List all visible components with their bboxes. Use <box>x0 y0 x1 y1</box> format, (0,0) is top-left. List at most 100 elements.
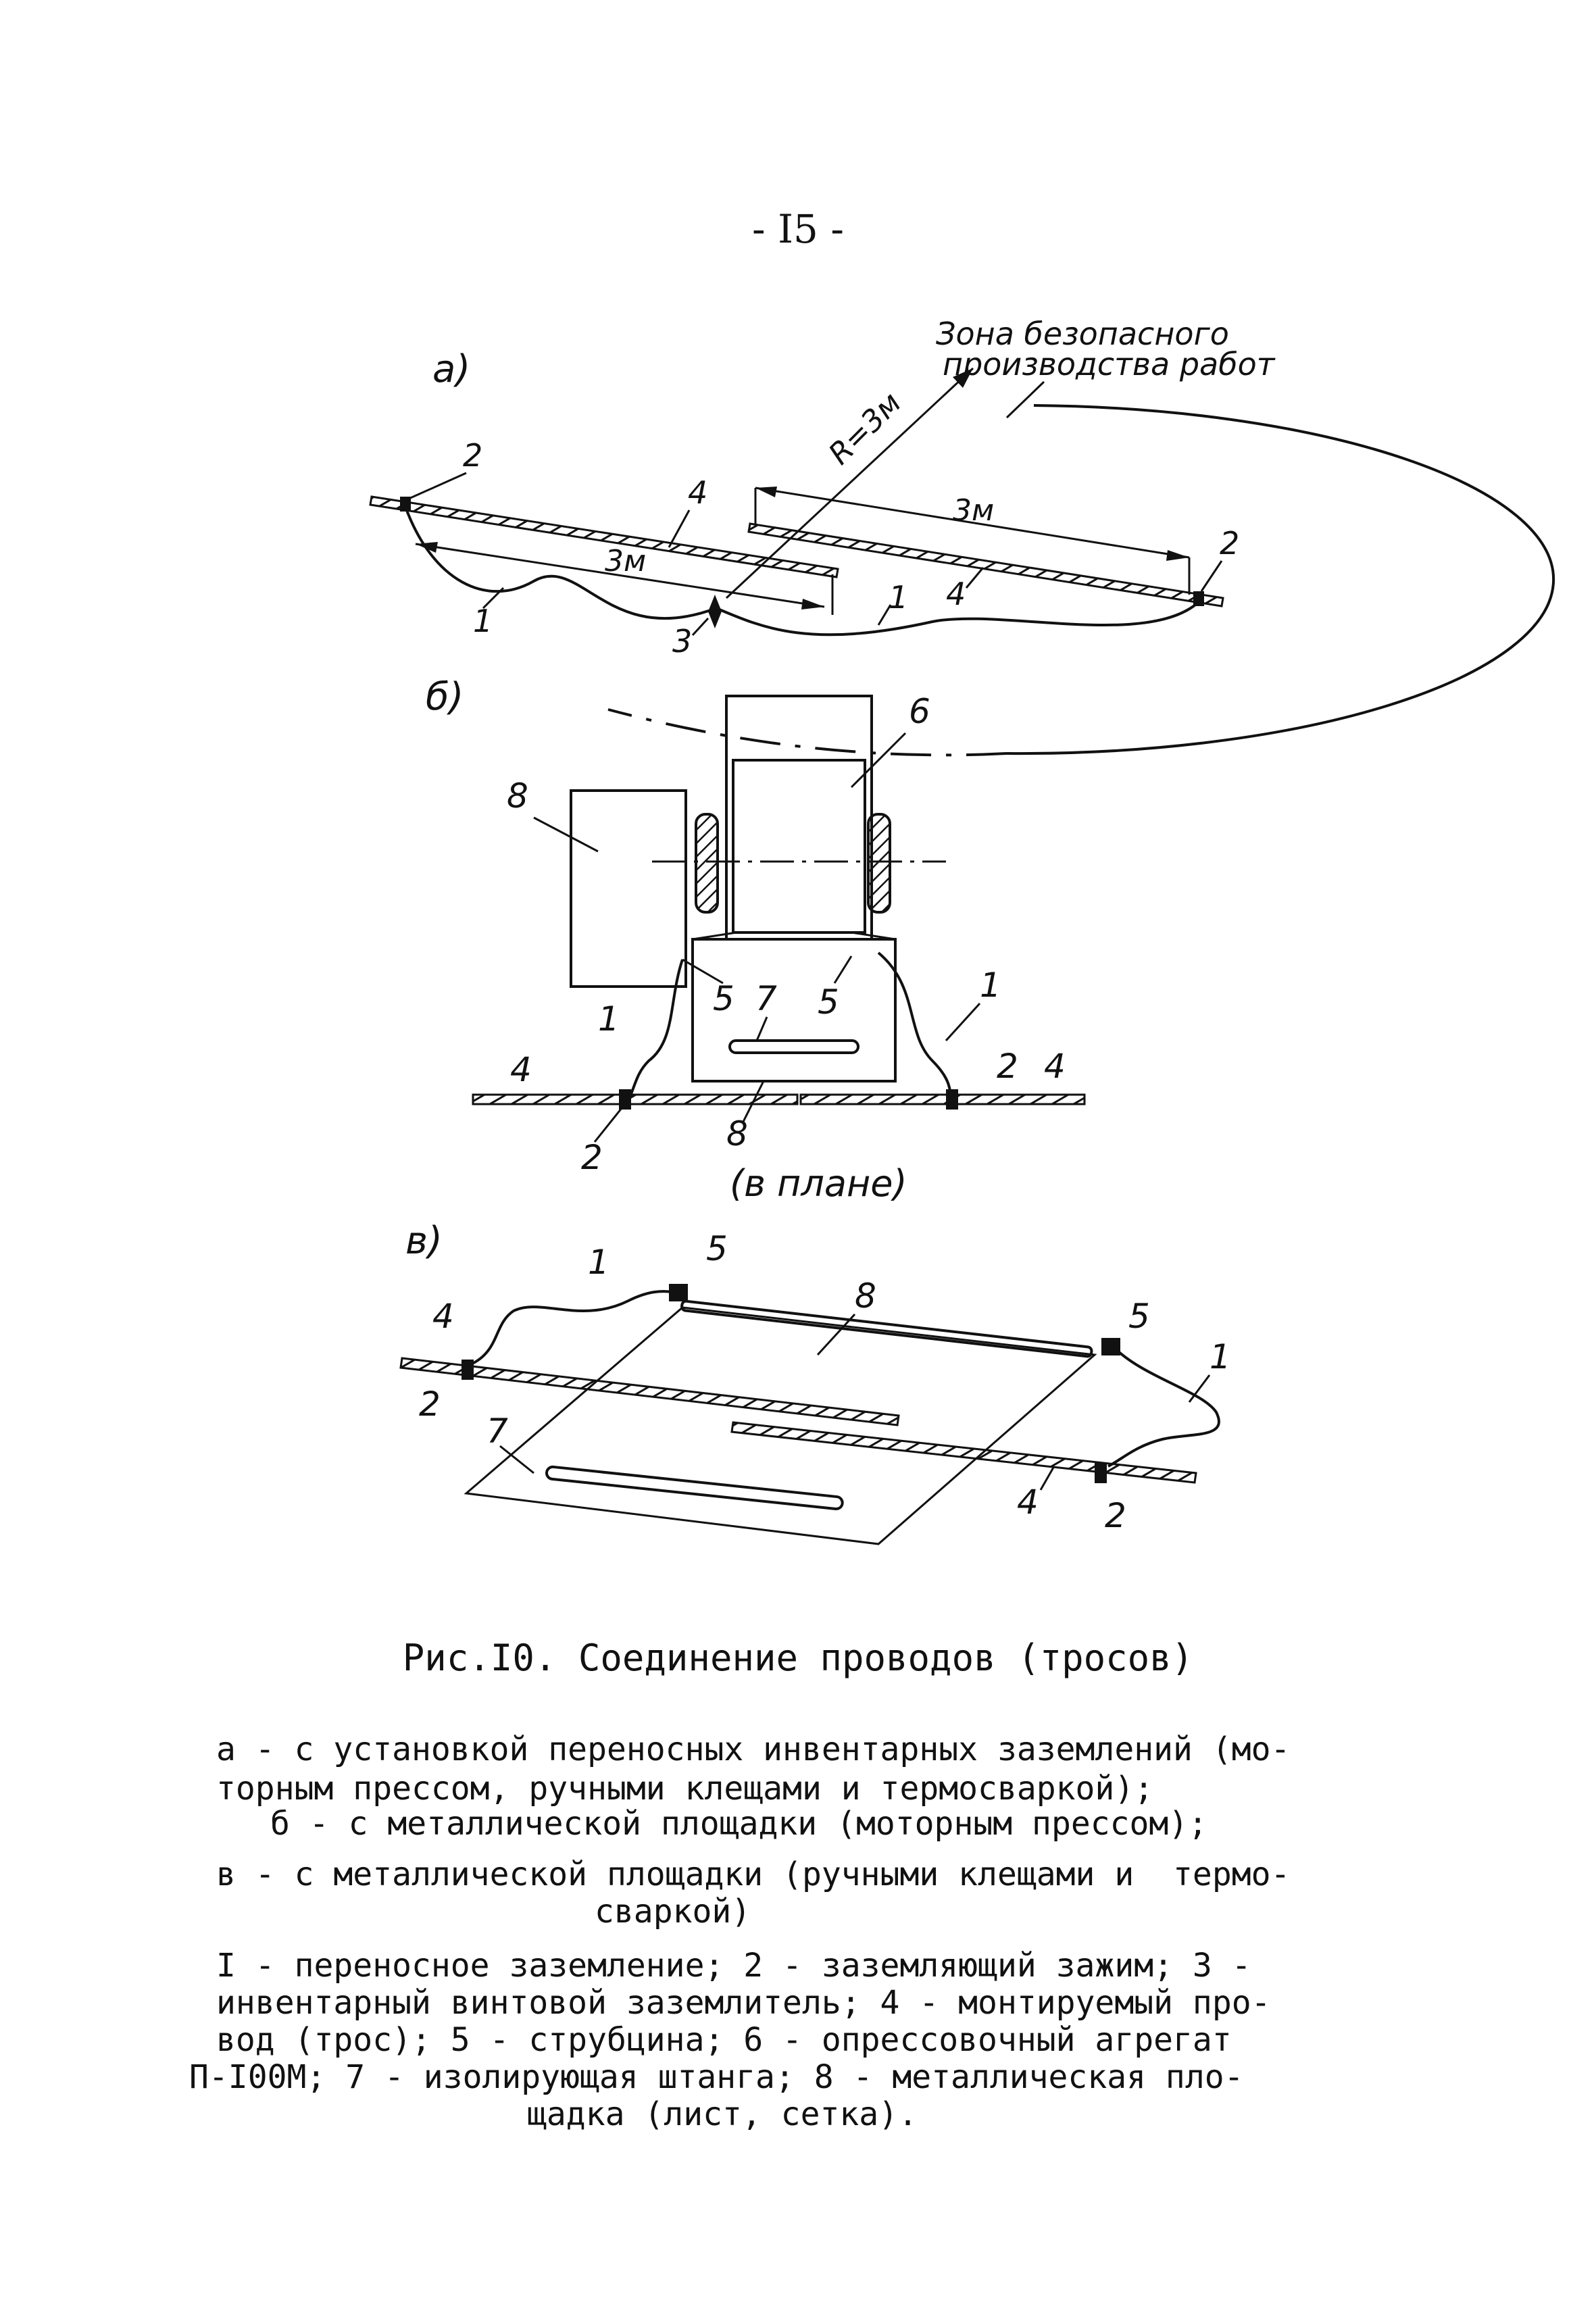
press-body <box>725 695 873 941</box>
leader-c-8 <box>816 1313 856 1356</box>
leader-b-5-right <box>833 955 853 984</box>
insulating-rod-b <box>728 1039 859 1054</box>
clamp-2-left-a <box>400 497 411 512</box>
earth-screw-3 <box>708 595 722 628</box>
leader-b-8-top <box>533 816 599 853</box>
dim-right-arrow1 <box>755 487 777 497</box>
cable-c-right <box>730 1421 1197 1484</box>
leader-c-7 <box>499 1445 534 1474</box>
leader-a-1-right <box>877 604 892 626</box>
zone-label-line2: производства работ <box>943 346 1276 382</box>
page-number: - I5 - <box>752 206 844 252</box>
label-b-4-left: 4 <box>510 1050 532 1089</box>
legend-c-line2: сваркой) <box>595 1893 751 1931</box>
right-cable-4 <box>747 522 1224 607</box>
leader-a-4-left <box>668 509 691 548</box>
label-a: а) <box>432 347 470 391</box>
label-b-2-right: 2 <box>997 1047 1018 1086</box>
clamp-2-right-a <box>1193 591 1204 606</box>
label-a-4-right: 4 <box>946 576 966 612</box>
label-a-2-right: 2 <box>1220 525 1239 562</box>
label-b-6: 6 <box>909 692 930 731</box>
dim-left-arrow2 <box>801 599 824 609</box>
dim-right-line <box>755 487 1190 559</box>
label-c-7: 7 <box>487 1412 508 1451</box>
label-a-2-left: 2 <box>463 437 482 474</box>
legend-a-line2: торным прессом, ручными клещами и термос… <box>216 1770 1154 1808</box>
label-b-5-right: 5 <box>818 982 839 1022</box>
clamp-2-b-right <box>946 1089 958 1110</box>
legend-c-line1: в - с металлической площадки (ручными кл… <box>216 1856 1291 1893</box>
label-a-3: 3 <box>672 623 692 659</box>
cable-b-right <box>799 1093 1086 1105</box>
legend-items-line3: вод (трос); 5 - струбцина; 6 - опрессово… <box>216 2021 1232 2059</box>
label-c-8: 8 <box>855 1276 876 1316</box>
leader-c-1-right <box>1188 1374 1211 1403</box>
cable-b-left <box>472 1093 799 1105</box>
leader-a-1-left <box>482 587 505 609</box>
label-b-1-left: 1 <box>598 999 620 1039</box>
left-cable-4 <box>369 495 839 578</box>
radius-arrowhead <box>953 368 973 388</box>
platform-perspective <box>464 1306 1097 1545</box>
leader-b-7 <box>755 1016 768 1041</box>
radius-label: R=3м <box>822 386 908 472</box>
dim-right-label: 3м <box>953 493 994 528</box>
leader-b-5-left <box>682 958 724 985</box>
label-a-4-left: 4 <box>688 474 707 511</box>
platform-edge-left <box>692 931 737 941</box>
platform-sheet <box>570 789 687 988</box>
clamp-2-b-left <box>619 1089 631 1110</box>
label-b-8-top: 8 <box>507 776 528 816</box>
legend-items-line1: I - переносное заземление; 2 - заземляющ… <box>216 1947 1251 1985</box>
label-a-1-left: 1 <box>473 603 493 639</box>
label-b-5-left: 5 <box>713 979 734 1018</box>
leader-b-2-left <box>593 1107 623 1143</box>
label-c-1-right: 1 <box>1210 1337 1231 1376</box>
label-c-2-left: 2 <box>419 1385 441 1424</box>
top-rod-c <box>680 1299 1093 1358</box>
grounding-wire-b-right <box>877 951 954 1110</box>
safe-zone-ellipse <box>1006 404 1555 755</box>
label-b-2-left: 2 <box>581 1138 603 1177</box>
label-b-1-right: 1 <box>980 966 1001 1005</box>
platform-edge-right <box>851 931 896 941</box>
legend-items-line5: щадка (лист, сетка). <box>527 2095 918 2133</box>
label-a-1-right: 1 <box>889 579 908 616</box>
press-inner <box>732 759 866 934</box>
legend-items-line2: инвентарный винтовой заземлитель; 4 - мо… <box>216 1984 1271 2022</box>
dim-left-line <box>415 543 825 608</box>
leader-a-4-right <box>965 567 984 589</box>
legend-b-line: б - с металлической площадки (моторным п… <box>270 1805 1208 1843</box>
grounding-wire-b-left <box>624 959 684 1109</box>
cable-c-left <box>399 1357 900 1426</box>
dim-left-label: 3м <box>605 544 646 578</box>
label-c-2-right: 2 <box>1105 1496 1126 1535</box>
legend-items-line4: П-I00М; 7 - изолирующая штанга; 8 - мета… <box>189 2058 1244 2096</box>
label-c-4-right: 4 <box>1017 1483 1039 1522</box>
in-plan-label: (в плане) <box>730 1162 907 1205</box>
zone-leader <box>1005 380 1045 419</box>
figure-diagram: а) Зона безопасного производства работ R… <box>369 316 1555 1545</box>
label-c-4-left: 4 <box>432 1297 454 1336</box>
label-c-5-left: 5 <box>706 1229 728 1268</box>
insulating-rod-c <box>545 1465 844 1511</box>
leader-c-4-right <box>1039 1466 1055 1491</box>
label-b-4-right: 4 <box>1044 1047 1066 1086</box>
label-c-1-left: 1 <box>588 1243 609 1282</box>
dim-right-arrow2 <box>1166 550 1189 561</box>
grounding-wire-c-left <box>469 1290 673 1366</box>
leader-a-2-right <box>1200 560 1223 592</box>
clamp-2-c-right <box>1095 1463 1107 1483</box>
zone-label-line1: Зона безопасного <box>936 316 1229 352</box>
label-b-7: 7 <box>755 979 777 1018</box>
leader-b-6 <box>850 732 907 789</box>
legend-a-line1: а - с установкой переносных инвентарных … <box>216 1731 1291 1768</box>
base-platform <box>691 938 897 1082</box>
label-c: в) <box>405 1219 443 1263</box>
wheel-left <box>695 813 719 914</box>
leader-a-2-left <box>408 472 467 500</box>
leader-a-3 <box>691 617 709 637</box>
grounding-wire-c-right <box>1107 1350 1220 1468</box>
struts-5-right <box>1101 1338 1120 1355</box>
